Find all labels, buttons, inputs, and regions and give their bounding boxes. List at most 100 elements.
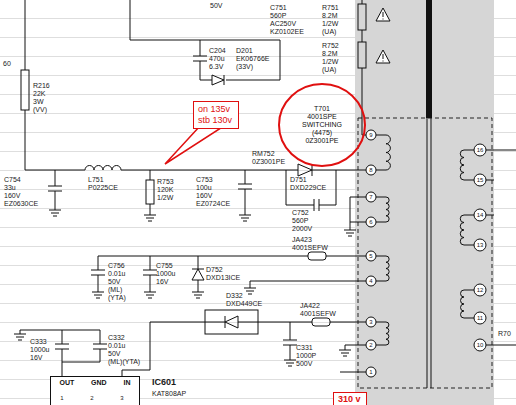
part-label: 50V bbox=[210, 2, 222, 10]
ground-symbol bbox=[144, 215, 156, 221]
part-label: 4001SEFW bbox=[292, 244, 328, 252]
pin-circle bbox=[474, 312, 486, 324]
transformer-shade bbox=[355, 0, 494, 405]
pin-number: 15 bbox=[474, 176, 486, 184]
winding-symbol bbox=[461, 290, 474, 318]
part-label: D751 bbox=[290, 176, 307, 184]
ground-symbol bbox=[14, 334, 26, 340]
wire bbox=[150, 170, 151, 215]
ground-symbol bbox=[92, 292, 104, 298]
winding-symbol bbox=[376, 322, 389, 345]
resistor-symbol bbox=[146, 180, 154, 204]
part-label: 16V bbox=[30, 354, 42, 362]
capacitor-symbol bbox=[286, 170, 336, 211]
part-label: 22K bbox=[33, 90, 45, 98]
part-label: (ML)(YTA) bbox=[108, 358, 140, 366]
zener-symbol bbox=[212, 75, 224, 85]
wire bbox=[130, 0, 280, 80]
ground-symbol bbox=[344, 230, 356, 236]
part-label: L751 bbox=[88, 176, 104, 184]
pin-number: 13 bbox=[474, 241, 486, 249]
node-text: IN bbox=[124, 379, 131, 405]
pin-circle bbox=[366, 251, 376, 261]
callout-box: on 135vstb 130v bbox=[193, 101, 239, 129]
capacitor-symbol bbox=[20, 330, 107, 376]
pin-circle bbox=[474, 174, 486, 186]
winding-symbol bbox=[460, 215, 474, 245]
part-label: EZ0724CE bbox=[196, 200, 230, 208]
part-label: 500V bbox=[296, 360, 312, 368]
part-label: 6.3V bbox=[209, 63, 223, 71]
part-label: EZ0630CE bbox=[4, 200, 38, 208]
part-label: C333 bbox=[30, 338, 47, 346]
pin-circle bbox=[366, 217, 376, 227]
voltage-note: 310 v bbox=[333, 392, 367, 405]
wires bbox=[20, 0, 516, 376]
part-label: D752 bbox=[206, 266, 223, 274]
capacitor-symbol bbox=[48, 170, 62, 210]
pin-number: 2 bbox=[365, 341, 377, 349]
transformer-core-lines bbox=[427, 118, 431, 388]
ground-symbol bbox=[144, 292, 156, 298]
part-label: R751 bbox=[322, 4, 339, 12]
part-label: (VV) bbox=[33, 106, 47, 114]
part-label: 1/2W bbox=[322, 58, 338, 66]
pin-circle bbox=[366, 367, 376, 377]
diode-symbol bbox=[298, 164, 312, 176]
pin-number: 2 bbox=[86, 394, 98, 402]
pin-circle bbox=[366, 165, 376, 175]
wire bbox=[350, 197, 366, 230]
resistor-symbol bbox=[21, 70, 29, 110]
node-text: 310 v bbox=[338, 394, 362, 405]
part-label: C751 bbox=[270, 4, 287, 12]
repeated-strokes bbox=[14, 130, 486, 403]
part-label: 8.2M bbox=[322, 50, 338, 58]
pin-number: 5 bbox=[365, 252, 377, 260]
transformer-core bbox=[426, 0, 432, 118]
part-label: 60 bbox=[3, 60, 11, 68]
pin-circle bbox=[366, 192, 376, 202]
pin-number: 8 bbox=[365, 166, 377, 174]
part-label: 1/2W bbox=[157, 194, 173, 202]
ground-symbol bbox=[244, 288, 256, 294]
part-label: 0.01u bbox=[108, 342, 126, 350]
pin-circle bbox=[366, 276, 376, 286]
part-label: C332 bbox=[108, 334, 125, 342]
warning-symbol bbox=[376, 8, 390, 21]
part-label: KZ0102EE bbox=[270, 28, 304, 36]
part-label: R216 bbox=[33, 82, 50, 90]
part-label: 120K bbox=[157, 186, 173, 194]
part-label: (YTA) bbox=[108, 294, 126, 302]
winding-symbol bbox=[376, 197, 389, 222]
pin-number: 11 bbox=[474, 314, 486, 322]
part-label: 1000u bbox=[30, 346, 49, 354]
part-label: 0.01u bbox=[108, 270, 126, 278]
resistor-symbol bbox=[358, 4, 366, 30]
capacitor-symbol bbox=[143, 256, 157, 292]
part-label: (UA) bbox=[322, 28, 336, 36]
resistor-symbol bbox=[358, 42, 366, 68]
pin-number: 9 bbox=[365, 131, 377, 139]
part-label: D201 bbox=[236, 47, 253, 55]
bead-symbol bbox=[308, 252, 326, 260]
part-label: JA422 bbox=[300, 302, 320, 310]
winding-symbol bbox=[376, 135, 390, 170]
pin-circle bbox=[474, 239, 486, 251]
part-label: 160V bbox=[196, 192, 212, 200]
part-label: C756 bbox=[108, 262, 125, 270]
pin-number: 12 bbox=[474, 286, 486, 294]
warning-symbols bbox=[376, 8, 390, 63]
part-label: 4001SEFW bbox=[300, 310, 336, 318]
winding-symbol bbox=[376, 256, 389, 281]
part-label: R70 bbox=[498, 330, 511, 338]
part-label: 1000u bbox=[156, 270, 175, 278]
part-label: IC601 bbox=[152, 377, 176, 387]
ground-symbol bbox=[239, 215, 251, 221]
part-label: KAT808AP bbox=[152, 390, 186, 398]
ground-symbol bbox=[49, 210, 61, 216]
part-label: 8.2M bbox=[322, 12, 338, 20]
bead-symbol bbox=[312, 318, 330, 326]
wire bbox=[122, 322, 366, 376]
wire bbox=[250, 281, 366, 288]
